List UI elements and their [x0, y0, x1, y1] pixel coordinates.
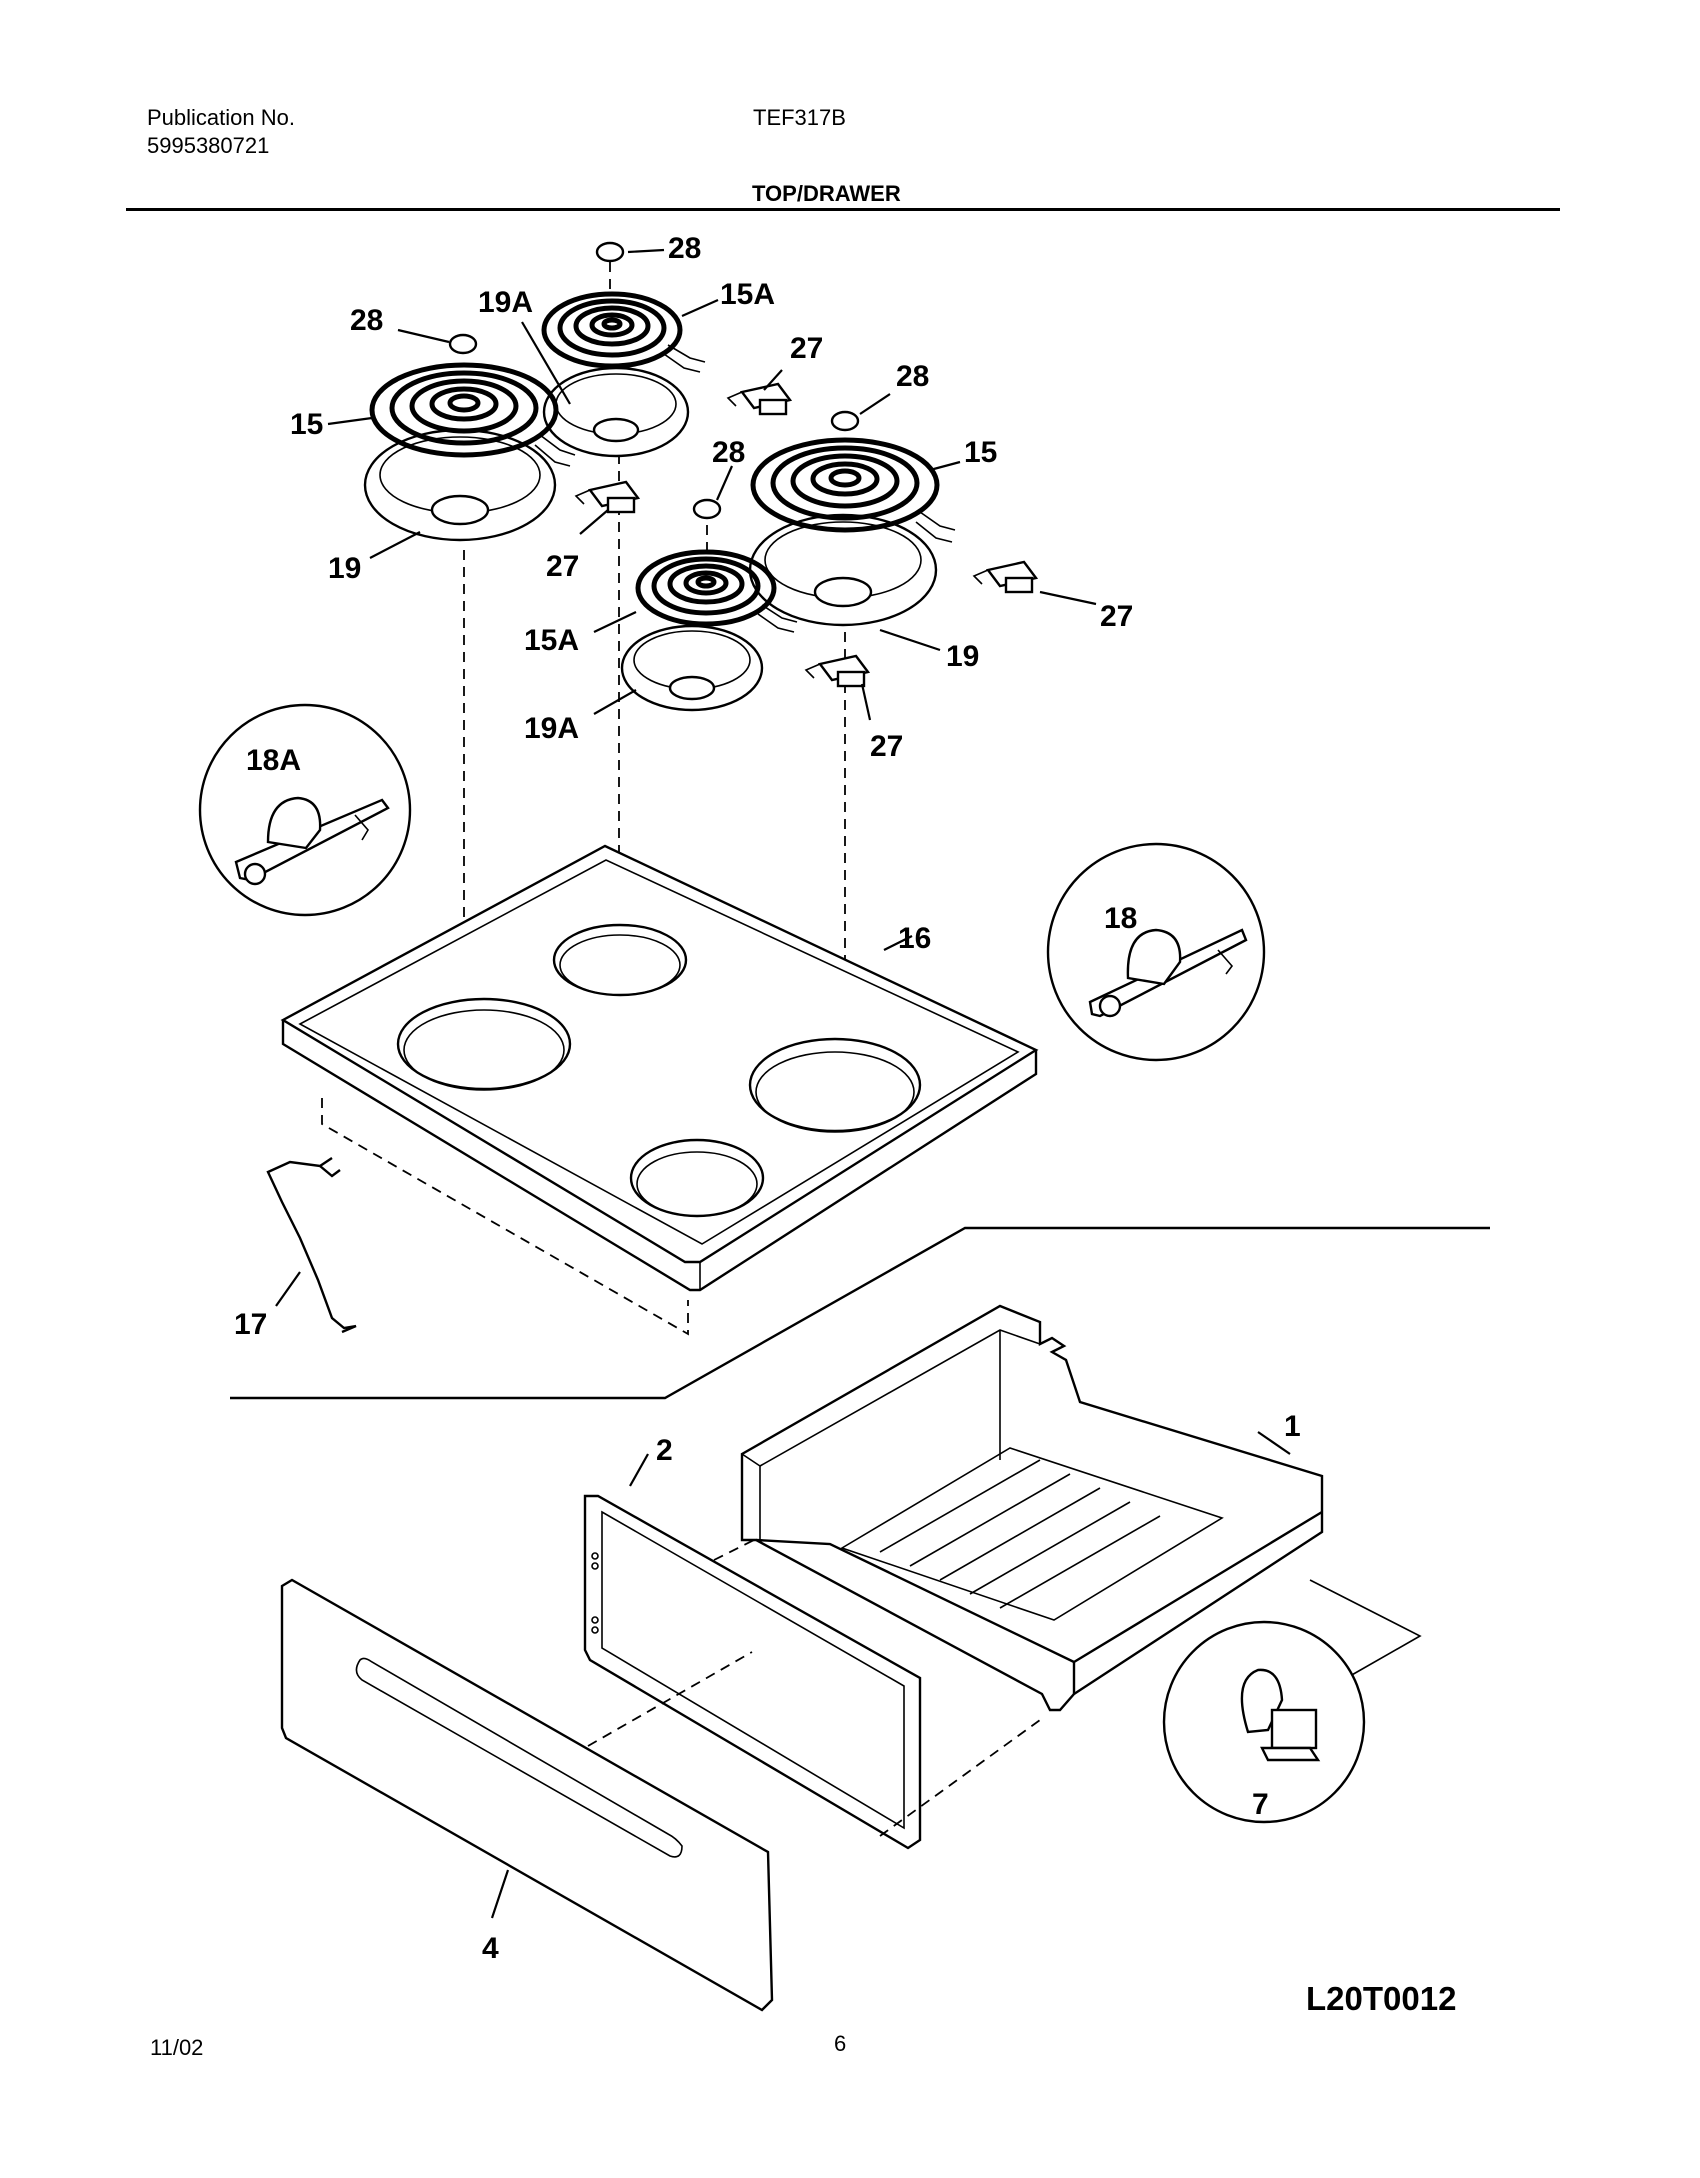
callout-2: 2	[656, 1434, 673, 1467]
coil-element-left	[369, 362, 576, 467]
drawer-liner	[740, 1304, 1324, 1712]
detail-bracket-18A	[198, 703, 412, 917]
page-number: 6	[834, 2031, 847, 2056]
receptacle-left	[574, 480, 641, 514]
coil-element-bottom	[635, 549, 798, 633]
callout-19-right: 19	[946, 640, 979, 673]
callout-28-left: 28	[350, 304, 383, 337]
callout-4: 4	[482, 1932, 499, 1965]
footer-date: 11/02	[150, 2035, 204, 2060]
callout-28-mid: 28	[712, 436, 745, 469]
callout-19A-top: 19A	[478, 286, 533, 319]
header-rule	[126, 208, 1560, 211]
callout-19A-bottom: 19A	[524, 712, 579, 745]
drawer-front-panel	[280, 1578, 774, 2012]
callout-16: 16	[898, 922, 931, 955]
drawer-frame	[583, 1494, 922, 1850]
drip-bowl-left	[363, 428, 557, 542]
cooktop-support-rod	[266, 1157, 357, 1334]
coil-element-top	[541, 291, 706, 373]
publication-label: Publication No.	[147, 105, 295, 130]
burner-cap-center	[692, 498, 722, 520]
burner-cap-left	[448, 333, 478, 355]
drawer-assembly-line-upper	[713, 1539, 755, 1561]
receptacle-top	[726, 382, 793, 416]
section-title: TOP/DRAWER	[752, 181, 901, 206]
detail-drawer-glide-7	[1162, 1620, 1366, 1824]
callout-15A-top: 15A	[720, 278, 775, 311]
cooktop-hidden-edge	[321, 1098, 689, 1336]
callout-18A: 18A	[246, 744, 301, 777]
callout-27-right: 27	[1100, 600, 1133, 633]
callout-27-top: 27	[790, 332, 823, 365]
callout-17: 17	[234, 1308, 267, 1341]
burner-cap-top	[595, 241, 625, 263]
cooktop-opening-left	[396, 997, 572, 1091]
diagram-code: L20T0012	[1306, 1980, 1456, 2017]
callout-15-left: 15	[290, 408, 323, 441]
section-separator-line	[230, 1226, 1490, 1400]
drip-bowl-bottom	[620, 624, 764, 712]
receptacle-bottom	[804, 654, 871, 688]
callout-28-right: 28	[896, 360, 929, 393]
drawer-front-assembly-line	[587, 1651, 753, 1747]
callout-27-left: 27	[546, 550, 579, 583]
callout-7: 7	[1252, 1788, 1269, 1821]
coil-element-right	[750, 437, 956, 543]
callout-15-right: 15	[964, 436, 997, 469]
drip-bowl-top	[542, 366, 690, 458]
cooktop-opening-right	[748, 1037, 922, 1133]
cooktop	[280, 844, 1039, 1292]
publication-number: 5995380721	[147, 133, 270, 158]
burner-cap-right	[830, 410, 860, 432]
callout-28-top: 28	[668, 232, 701, 265]
callout-19-left: 19	[328, 552, 361, 585]
callout-15A-bottom: 15A	[524, 624, 579, 657]
callout-27-bottom: 27	[870, 730, 903, 763]
callout-18: 18	[1104, 902, 1137, 935]
receptacle-right	[972, 560, 1039, 594]
callout-1: 1	[1284, 1410, 1301, 1443]
detail-bracket-18	[1046, 842, 1266, 1062]
glide-assembly-line	[1309, 1579, 1422, 1677]
model-number: TEF317B	[753, 105, 846, 130]
